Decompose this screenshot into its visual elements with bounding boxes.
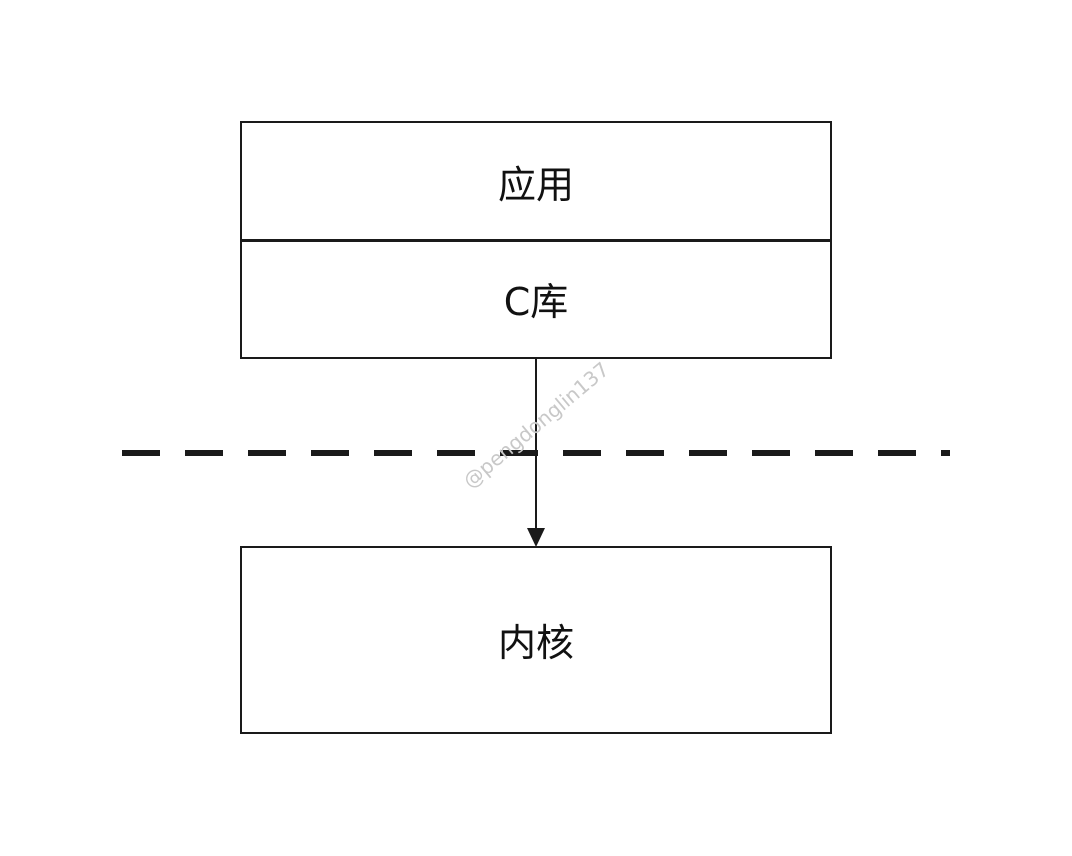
arrow-head: [527, 528, 545, 547]
user-space-stack: 应用 C库: [240, 121, 832, 359]
kernel-stack: 内核: [240, 546, 832, 734]
syscall-arrow: [527, 358, 545, 547]
app-label: 应用: [498, 163, 574, 207]
app-box: [240, 121, 832, 241]
clib-box: [240, 240, 832, 359]
kernel-box: [240, 546, 832, 734]
kernel-label: 内核: [498, 621, 574, 665]
clib-label: C库: [504, 280, 569, 324]
